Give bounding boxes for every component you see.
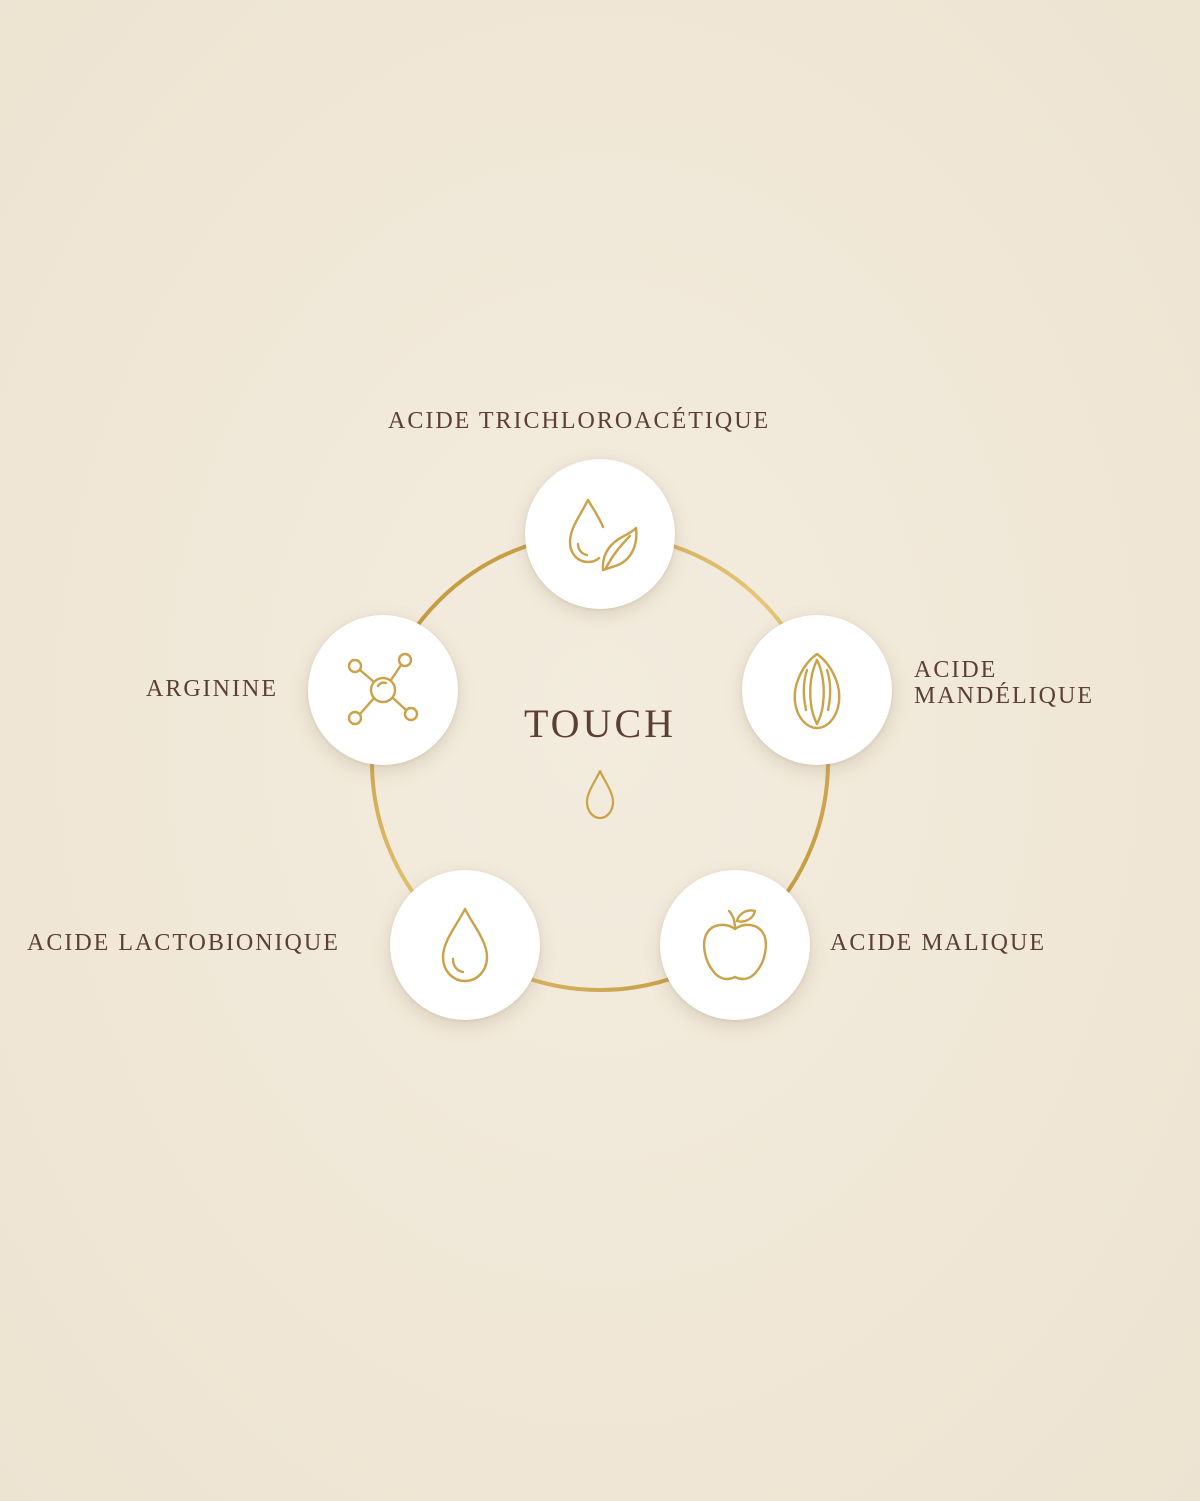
molecule-icon	[347, 652, 419, 726]
drop-icon	[441, 907, 489, 983]
node-arginine	[308, 615, 458, 765]
label-malique: ACIDE MALIQUE	[830, 930, 1046, 956]
label-arginine: ARGININE	[146, 676, 278, 702]
label-trichloroacetique: ACIDE TRICHLOROACÉTIQUE	[388, 408, 771, 434]
node-mandelique	[742, 615, 892, 765]
node-malique	[660, 870, 810, 1020]
almond-icon	[793, 652, 841, 730]
node-trichloroacetique	[525, 459, 675, 609]
drop-leaf-icon	[568, 498, 638, 572]
center-title: TOUCH	[523, 701, 677, 746]
node-lactobionique	[390, 870, 540, 1020]
label-mandelique-line1: ACIDE	[914, 657, 998, 683]
apple-icon	[702, 909, 768, 981]
drop-icon	[585, 769, 615, 820]
label-mandelique-line2: MANDÉLIQUE	[914, 683, 1094, 709]
label-mandelique: ACIDE MANDÉLIQUE	[914, 657, 1094, 709]
label-lactobionique: ACIDE LACTOBIONIQUE	[27, 930, 340, 956]
